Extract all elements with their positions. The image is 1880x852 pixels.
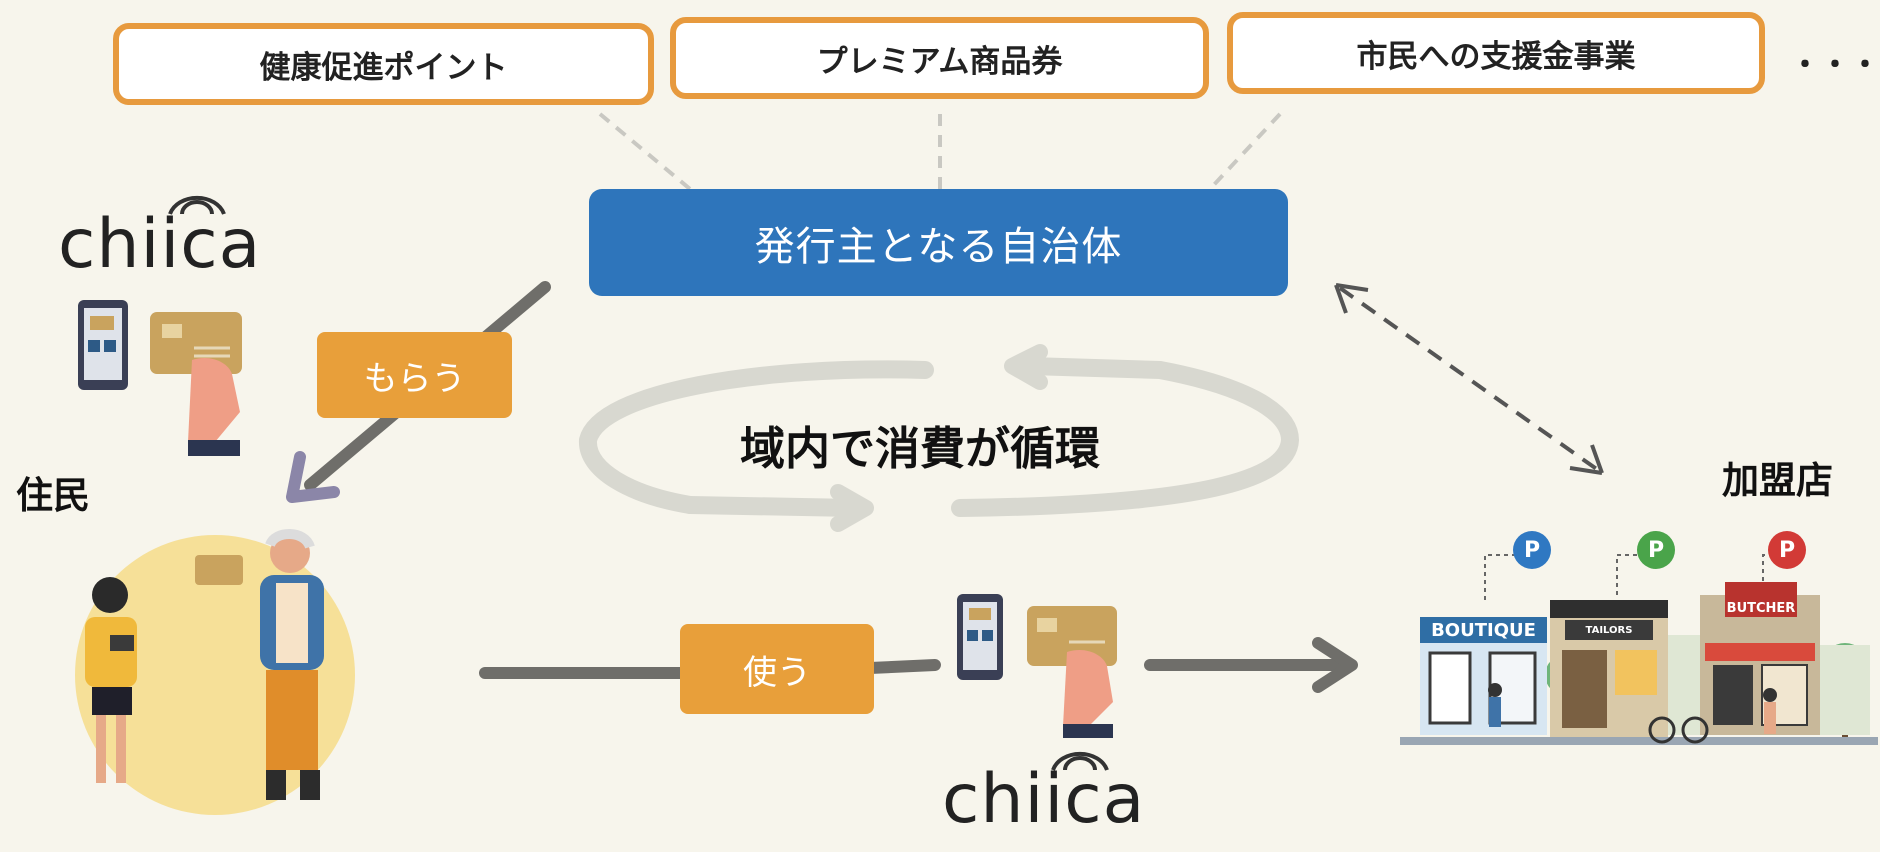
pedestrian-icon	[1488, 683, 1502, 697]
circulation-arrowhead-bottom	[830, 484, 874, 532]
residents-illustration	[75, 529, 355, 815]
shop-sign-text: BOUTIQUE	[1431, 619, 1536, 641]
signal-arcs-icon	[1051, 751, 1109, 771]
hand-icon	[188, 357, 240, 442]
shop-sign-tailors: TAILORS	[1565, 620, 1653, 640]
program-label: 健康促進ポイント	[259, 49, 508, 86]
chiica-logo-text: chiica	[58, 205, 262, 284]
use-label: 使う	[680, 624, 874, 714]
circulation-loop-bottom-left	[681, 496, 864, 517]
issuer-merchant-arrowhead-b	[1569, 444, 1604, 475]
connector-program-1	[598, 112, 692, 191]
programs-ellipsis: ・・・	[1790, 48, 1880, 83]
circulation-label: 域内で消費が循環	[740, 422, 1101, 475]
point-badge-red: P	[1768, 531, 1806, 569]
receive-label: もらう	[317, 332, 512, 418]
circulation-arrowhead-top	[1004, 344, 1048, 390]
shop-butcher	[1700, 582, 1820, 735]
child-figure	[92, 577, 128, 613]
shop-sign-butcher: BUTCHER	[1725, 599, 1797, 617]
pedestrian-icon	[1763, 688, 1777, 702]
program-box-premium-voucher: プレミアム商品券	[670, 17, 1209, 99]
program-label: プレミアム商品券	[816, 43, 1063, 80]
shop-sign-text: BUTCHER	[1726, 600, 1796, 616]
adult-figure	[270, 533, 310, 573]
shop-tailors	[1550, 600, 1668, 737]
merchants-label: 加盟店	[1722, 459, 1833, 502]
program-box-citizen-support: 市民への支援金事業	[1227, 12, 1765, 94]
point-badge-letter: P	[1647, 537, 1665, 563]
issuer-label: 発行主となる自治体	[754, 223, 1123, 270]
point-badge-blue: P	[1513, 531, 1551, 569]
shop-sign-text: TAILORS	[1585, 624, 1633, 636]
cyclist-icon	[1648, 716, 1676, 744]
signal-arcs-icon	[168, 195, 226, 215]
phone-and-card-illustration-top	[78, 300, 242, 456]
hand-icon	[1063, 649, 1113, 726]
chiica-logo-text: chiica	[942, 760, 1146, 839]
receive-label-text: もらう	[363, 358, 466, 399]
chiica-logo-bottom: chiica	[942, 760, 1145, 839]
shop-boutique	[1420, 617, 1547, 735]
issuer-merchant-link	[1338, 286, 1600, 472]
circulation-loop-upper	[579, 360, 934, 514]
issuer-merchant-arrowhead-a	[1334, 283, 1369, 314]
chiica-logo-top: chiica	[58, 205, 261, 284]
point-badge-letter: P	[1523, 537, 1541, 563]
program-label: 市民への支援金事業	[1356, 38, 1636, 75]
use-flow-arrowhead	[1312, 637, 1358, 693]
point-badge-green: P	[1637, 531, 1675, 569]
shop-sign-boutique: BOUTIQUE	[1420, 617, 1547, 643]
residents-label: 住民	[16, 474, 90, 517]
issuer-box: 発行主となる自治体	[589, 189, 1288, 296]
shops-illustration	[1400, 554, 1878, 745]
use-flow-line-mid	[864, 659, 941, 674]
issuer-to-resident-arrowhead	[286, 451, 340, 503]
connector-program-3	[1208, 112, 1282, 191]
use-label-text: 使う	[743, 652, 811, 693]
point-badge-letter: P	[1778, 537, 1796, 563]
program-box-health-points: 健康促進ポイント	[113, 23, 654, 105]
circulation-loop-arrow-top	[951, 357, 1300, 517]
phone-and-card-illustration-bottom	[957, 594, 1117, 738]
